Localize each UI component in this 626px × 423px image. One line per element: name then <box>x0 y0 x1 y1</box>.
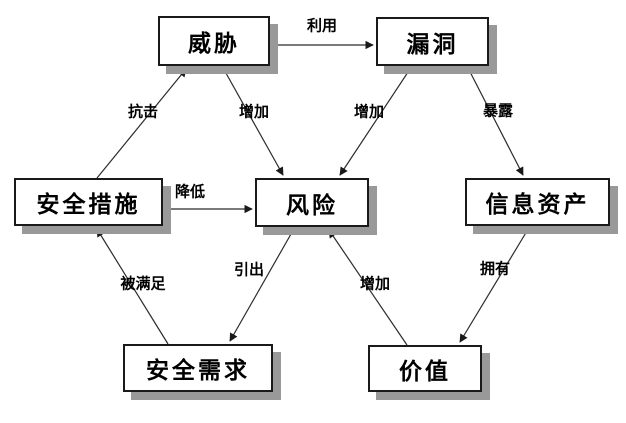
edge-label-satisfied-by: 被满足 <box>120 274 166 293</box>
node-vulnerability: 漏洞 <box>376 17 489 66</box>
node-threat: 威胁 <box>158 16 270 66</box>
edge-lead-to <box>229 226 296 342</box>
edge-label-resist: 抗击 <box>127 102 159 121</box>
edge-label-lead-to: 引出 <box>233 260 265 279</box>
edge-own <box>459 225 531 343</box>
edge-label-increase-by-threat: 增加 <box>238 102 270 121</box>
edge-increase-by-vulnerability <box>339 65 413 176</box>
edge-label-increase-by-vulnerability: 增加 <box>353 102 385 121</box>
edge-label-expose: 暴露 <box>482 101 514 120</box>
node-information-assets: 信息资产 <box>465 178 610 226</box>
edge-label-own: 拥有 <box>479 259 511 278</box>
node-security-requirements: 安全需求 <box>123 344 273 392</box>
edge-resist <box>96 68 187 179</box>
edge-increase-by-value <box>328 229 408 346</box>
edge-label-reduce: 降低 <box>174 182 206 201</box>
edge-expose <box>466 65 524 176</box>
node-value: 价值 <box>368 345 482 392</box>
node-security-measures: 安全措施 <box>14 178 163 226</box>
node-risk: 风险 <box>255 178 369 227</box>
edge-increase-by-threat <box>221 65 284 176</box>
edge-satisfied-by <box>96 228 169 345</box>
edge-label-increase-by-value: 增加 <box>359 274 391 293</box>
edge-label-exploit: 利用 <box>306 16 338 35</box>
